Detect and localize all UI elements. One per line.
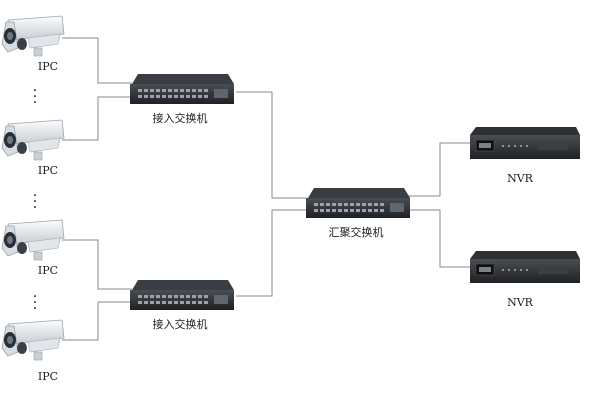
core-switch-icon [304,186,410,220]
access-switch-icon [128,278,234,312]
nvr-label-2: NVR [507,296,533,309]
link-access2-core [236,209,306,297]
access-switch-icon [128,72,234,106]
ip-camera-icon [0,318,66,364]
ip-camera-icon [0,14,66,60]
vertical-ellipsis-icon: ··· [32,83,38,111]
link-ipc3-access2 [62,239,132,290]
ipc-label-4: IPC [37,370,59,383]
core-switch-label: 汇聚交换机 [328,226,384,239]
nvr-recorder-icon [468,249,580,285]
link-ipc4-access2 [62,301,132,341]
link-core-nvr1 [408,142,470,197]
vertical-ellipsis-icon: ··· [32,188,38,216]
nvr-recorder-icon [468,125,580,161]
link-ipc2-access1 [62,96,132,141]
ipc-label-3: IPC [37,264,59,277]
ip-camera-icon [0,218,66,264]
access-switch-label-2: 接入交换机 [152,318,208,331]
nvr-label-1: NVR [507,172,533,185]
link-core-nvr2 [408,209,470,268]
ipc-label-2: IPC [37,164,59,177]
link-ipc1-access1 [62,37,132,84]
vertical-ellipsis-icon: ··· [32,289,38,317]
ip-camera-icon [0,118,66,164]
ipc-label-1: IPC [37,60,59,73]
link-access1-core [236,91,306,199]
access-switch-label-1: 接入交换机 [152,112,208,125]
